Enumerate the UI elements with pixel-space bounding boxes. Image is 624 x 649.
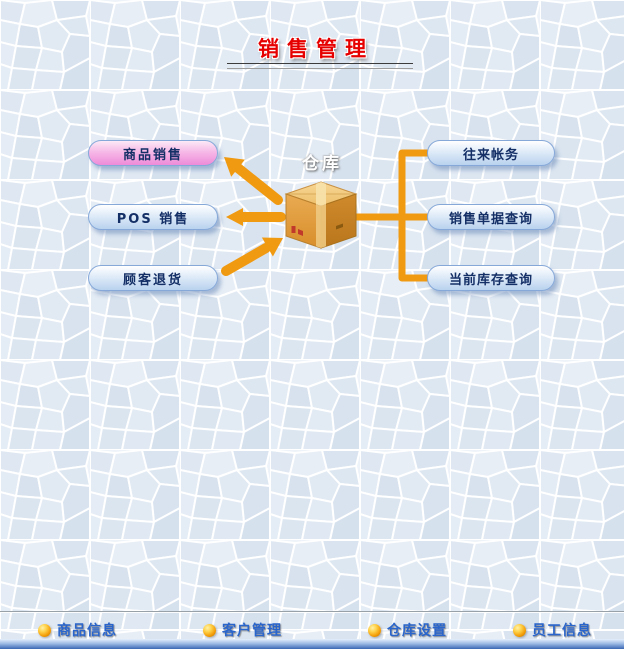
title-underline <box>227 63 413 69</box>
footer-nav: 商品信息 客户管理 仓库设置 员工信息 <box>0 611 624 640</box>
nav-warehouse-settings-label: 仓库设置 <box>387 623 447 639</box>
btn-pos-sales[interactable]: POS 销售 <box>88 204 218 230</box>
nav-customer-management[interactable]: 客户管理 <box>203 620 282 640</box>
nav-warehouse-settings[interactable]: 仓库设置 <box>368 620 447 640</box>
bottom-gradient-bar <box>0 639 624 649</box>
nav-employee-info[interactable]: 员工信息 <box>513 620 592 640</box>
nav-customer-management-label: 客户管理 <box>222 623 282 639</box>
nav-goods-info[interactable]: 商品信息 <box>38 620 117 640</box>
orange-ball-icon <box>38 623 51 637</box>
nav-goods-info-label: 商品信息 <box>57 623 117 639</box>
btn-current-inventory-query[interactable]: 当前库存查询 <box>427 265 555 291</box>
btn-sales-orders-query[interactable]: 销售单据查询 <box>427 204 555 230</box>
warehouse-label: 仓库 <box>302 154 342 174</box>
orange-ball-icon <box>513 623 526 637</box>
page-title: 销售管理 <box>258 37 374 61</box>
btn-customer-returns[interactable]: 顾客退货 <box>88 265 218 291</box>
orange-ball-icon <box>203 623 216 637</box>
nav-employee-info-label: 员工信息 <box>532 623 592 639</box>
orange-ball-icon <box>368 623 381 637</box>
btn-goods-sales[interactable]: 商品销售 <box>88 140 218 166</box>
btn-current-accounts[interactable]: 往来帐务 <box>427 140 555 166</box>
